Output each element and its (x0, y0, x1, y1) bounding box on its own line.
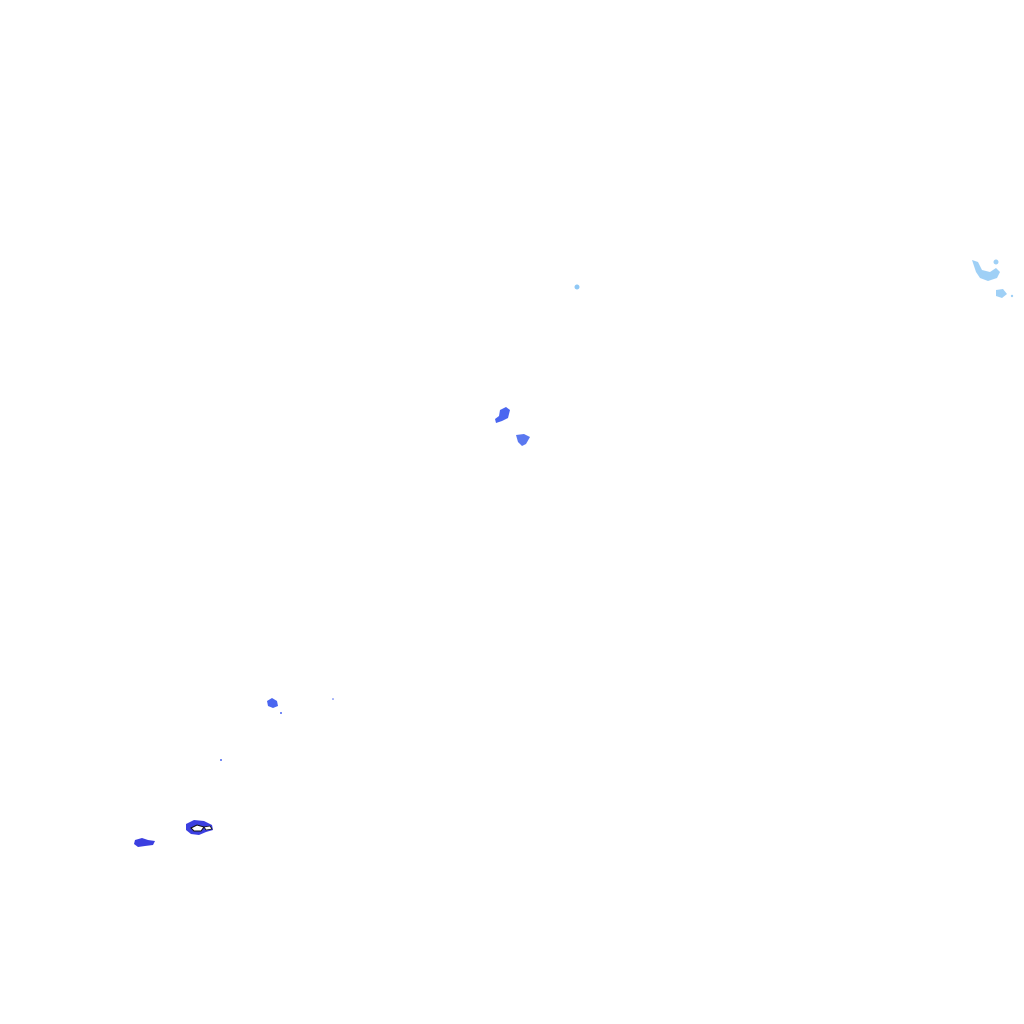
echo-southwest-west (134, 838, 155, 847)
echo-center-upper (495, 407, 510, 423)
echo-center-north-speck (574, 284, 580, 290)
echo-southwest-core (186, 820, 213, 835)
echo-southwest-mid (220, 698, 334, 761)
echo-center-lower (516, 434, 530, 446)
echo-northeast-small (996, 289, 1014, 298)
echo-northeast-cluster (972, 259, 1000, 281)
